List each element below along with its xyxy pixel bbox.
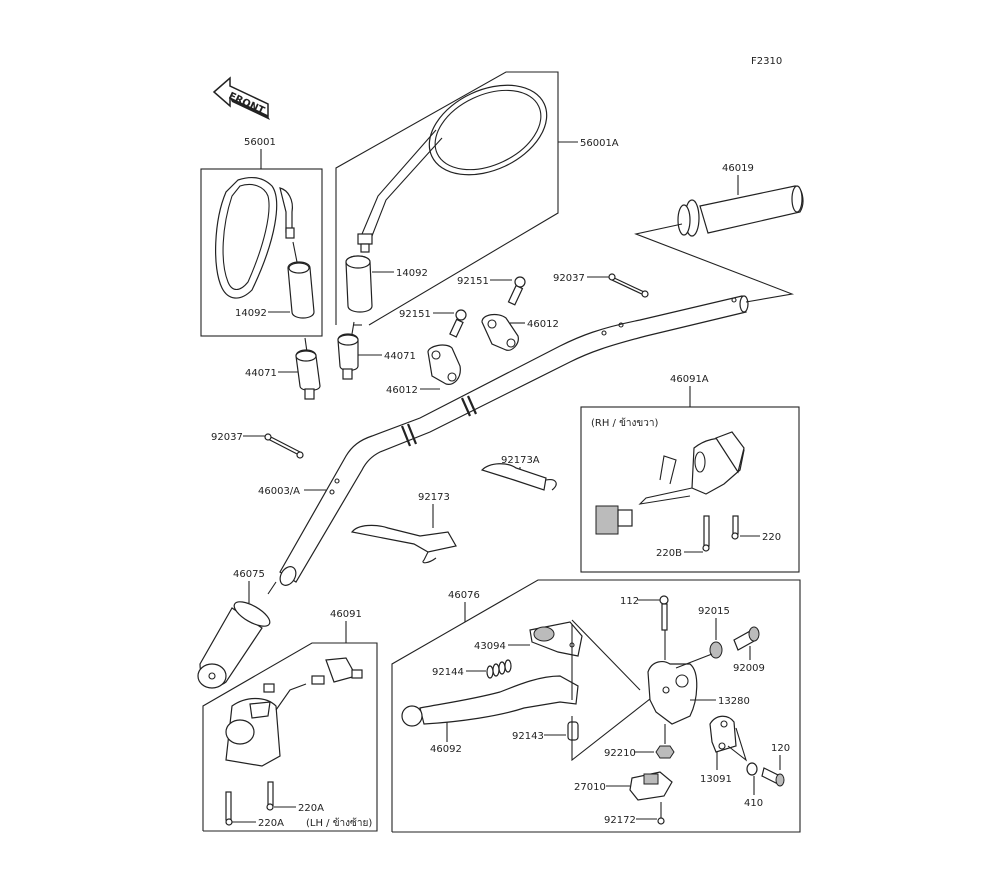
cable-guide-92173A: 92173A: [480, 455, 557, 491]
left-grip: 46075: [197, 569, 277, 689]
label-46012-lower[interactable]: 46012: [386, 385, 418, 396]
label-46091A[interactable]: 46091A: [670, 374, 709, 385]
label-13091[interactable]: 13091: [700, 774, 732, 785]
label-46019[interactable]: 46019: [722, 163, 754, 174]
label-43094[interactable]: 43094: [474, 641, 506, 652]
label-92151-upper[interactable]: 92151: [457, 276, 489, 287]
handlebar: 46003/A: [258, 295, 749, 586]
label-46075[interactable]: 46075: [233, 569, 265, 580]
left-mirror-group: 56001 14092 44071: [200, 137, 323, 400]
clutch-lever-group: 46076 43094 92144 46092 92143 112: [391, 579, 801, 833]
lh-switch-group: 46091 220A 220A (LH / ข้างซ้าย): [202, 609, 378, 832]
label-92151-lower[interactable]: 92151: [399, 309, 431, 320]
throttle-grip: 46019: [634, 163, 804, 303]
label-27010[interactable]: 27010: [574, 782, 606, 793]
label-46092[interactable]: 46092: [430, 744, 462, 755]
label-92173A[interactable]: 92173A: [501, 455, 540, 466]
label-46003A[interactable]: 46003/A: [258, 486, 300, 497]
cable-guide-92173: 92173: [350, 492, 457, 564]
label-92015[interactable]: 92015: [698, 606, 730, 617]
wire-band-lower: 92037: [211, 432, 304, 459]
label-92037-upper[interactable]: 92037: [553, 273, 585, 284]
spring-icon: [486, 659, 512, 679]
label-220B[interactable]: 220B: [656, 548, 682, 559]
label-92210[interactable]: 92210: [604, 748, 636, 759]
label-46076[interactable]: 46076: [448, 590, 480, 601]
label-14092-right[interactable]: 14092: [396, 268, 428, 279]
label-46012-upper[interactable]: 46012: [527, 319, 559, 330]
label-56001A[interactable]: 56001A: [580, 138, 619, 149]
label-92144[interactable]: 92144: [432, 667, 464, 678]
label-92173[interactable]: 92173: [418, 492, 450, 503]
label-14092-left[interactable]: 14092: [235, 308, 267, 319]
label-56001[interactable]: 56001: [244, 137, 276, 148]
front-arrow-icon: FRONT: [212, 76, 270, 120]
handlebar-clamps: 92151 92151 46012 46012: [386, 276, 559, 396]
label-92009[interactable]: 92009: [733, 663, 765, 674]
label-13280[interactable]: 13280: [718, 696, 750, 707]
label-220A-2[interactable]: 220A: [258, 818, 284, 829]
label-44071-right[interactable]: 44071: [384, 351, 416, 362]
figure-code: F2310: [751, 56, 782, 67]
label-46091[interactable]: 46091: [330, 609, 362, 620]
label-120[interactable]: 120: [771, 743, 790, 754]
label-220A-1[interactable]: 220A: [298, 803, 324, 814]
label-44071-left[interactable]: 44071: [245, 368, 277, 379]
wire-band-upper: 92037: [553, 273, 649, 298]
lh-side-note: (LH / ข้างซ้าย): [306, 817, 372, 829]
right-mirror-group: 56001A 14092 44071: [335, 71, 619, 380]
label-92037-lower[interactable]: 92037: [211, 432, 243, 443]
label-92172[interactable]: 92172: [604, 815, 636, 826]
label-220[interactable]: 220: [762, 532, 781, 543]
rh-side-note: (RH / ข้างขวา): [591, 417, 658, 429]
label-92143[interactable]: 92143: [512, 731, 544, 742]
label-112[interactable]: 112: [620, 596, 639, 607]
rh-switch-group: 46091A (RH / ข้างขวา) 220 220B: [580, 374, 800, 573]
label-410[interactable]: 410: [744, 798, 763, 809]
